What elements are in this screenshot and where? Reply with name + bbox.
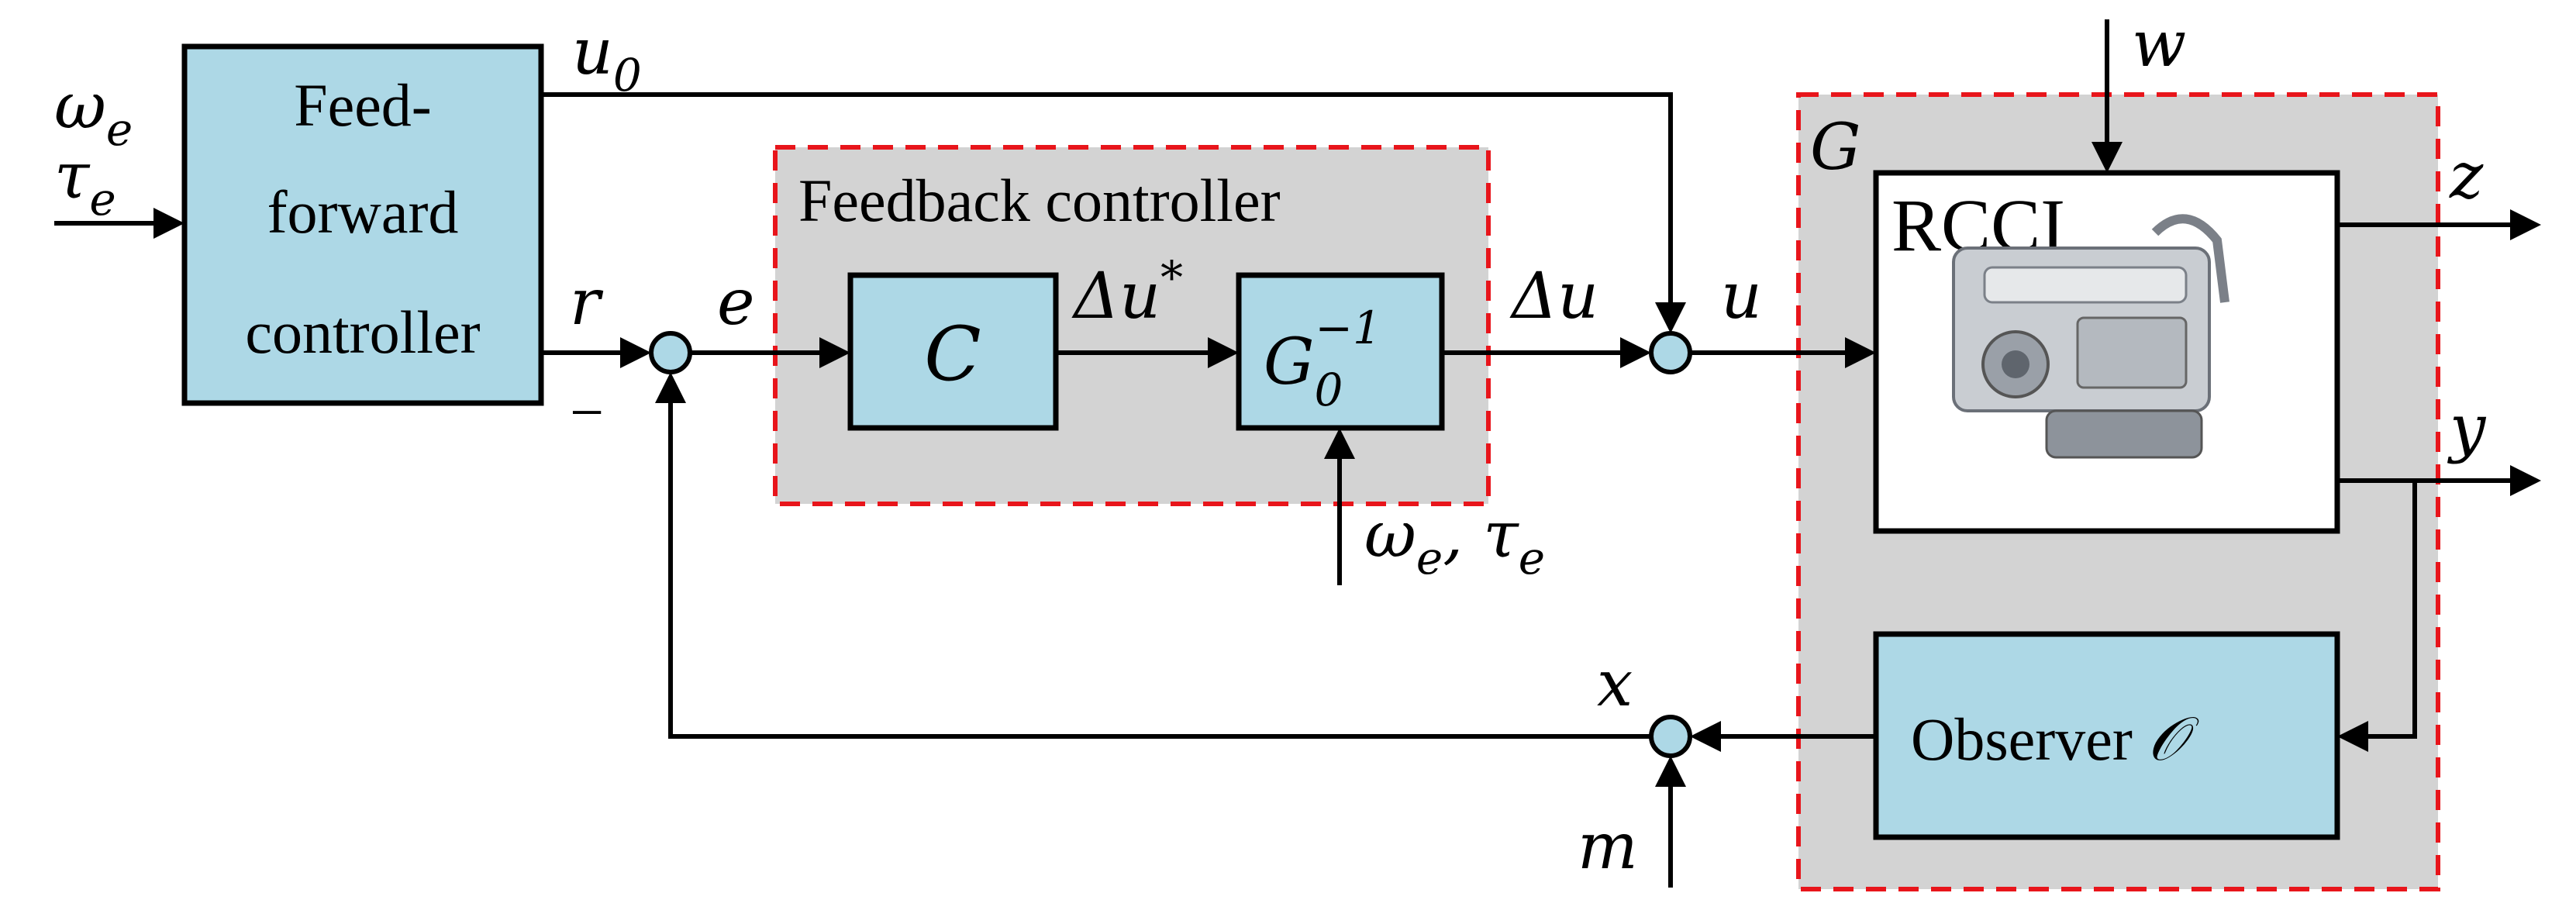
tau-e-input-label: τe [54, 140, 116, 226]
feedforward-line-2: forward [267, 178, 459, 246]
inverse-model-block [1236, 272, 1445, 431]
controller-block [847, 272, 1059, 431]
r-label: r [570, 266, 604, 340]
z-label: z [2449, 140, 2484, 213]
omega-tau-label: ωe, τe [1364, 498, 1545, 584]
w-label: w [2132, 8, 2186, 81]
m-label: m [1578, 810, 1638, 884]
arrowheads [153, 142, 2541, 787]
sum-junction-measurement [1649, 715, 1692, 758]
feedforward-controller-block [181, 43, 544, 406]
minus-sign-label: − [570, 378, 604, 446]
feedforward-line-3: controller [245, 298, 480, 366]
feedforward-line-1: Feed- [294, 71, 432, 139]
e-label: e [717, 266, 755, 340]
controller-label: C [924, 311, 981, 398]
engine-image [1952, 214, 2229, 459]
y-label: y [2447, 391, 2487, 465]
signal-wires [54, 19, 2510, 888]
delta-u-star-label: Δu* [1071, 251, 1183, 333]
observer-block [1873, 631, 2340, 840]
sum-junction-input [1649, 331, 1692, 374]
inverse-model-label: G0−1 [1264, 302, 1381, 416]
x-label: x [1597, 647, 1633, 721]
delta-u-label: Δu [1509, 260, 1598, 333]
plant-group-label: G [1810, 111, 1861, 184]
u-label: u [1721, 260, 1762, 333]
feedback-controller-label: Feedback controller [798, 167, 1281, 234]
u0-label: u0 [572, 16, 642, 102]
observer-label: Observer 𝒪 [1911, 705, 2199, 774]
omega-e-input-label: ωe [54, 70, 133, 156]
sum-junction-error [649, 331, 692, 374]
